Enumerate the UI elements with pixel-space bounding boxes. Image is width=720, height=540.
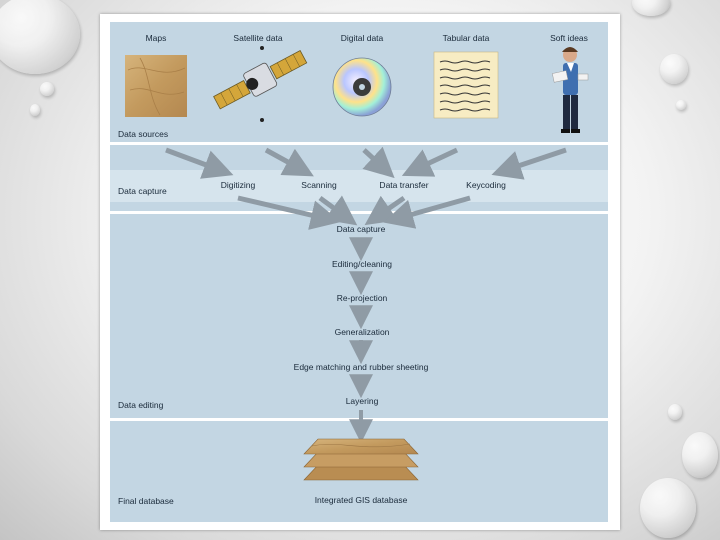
step-layering: Layering: [345, 396, 379, 406]
row-label-data-sources: Data sources: [118, 129, 169, 139]
step-edge-matching: Edge matching and rubber sheeting: [293, 362, 429, 372]
water-drop-decoration: [660, 54, 688, 84]
header-maps: Maps: [145, 33, 167, 43]
tabular-sheet-icon: [433, 51, 499, 119]
header-tabular-data: Tabular data: [442, 33, 490, 43]
satellite-icon: [213, 46, 308, 122]
water-drop-decoration: [30, 104, 40, 116]
water-drop-decoration: [676, 100, 686, 110]
water-drop-decoration: [640, 478, 696, 538]
header-soft-ideas: Soft ideas: [550, 33, 588, 43]
data-capture-band: [110, 170, 608, 202]
water-drop-decoration: [40, 82, 54, 96]
header-satellite-data: Satellite data: [233, 33, 283, 43]
step-data-capture: Data capture: [336, 224, 386, 234]
step-re-projection: Re-projection: [336, 293, 388, 303]
header-digital-data: Digital data: [340, 33, 384, 43]
water-drop-decoration: [0, 0, 80, 74]
step-generalization: Generalization: [334, 327, 390, 337]
map-thumbnail-icon: [125, 55, 187, 117]
row-label-data-editing: Data editing: [118, 400, 164, 410]
row-label-final-database: Final database: [118, 496, 174, 506]
water-drop-decoration: [668, 404, 682, 420]
capture-arrows: [237, 195, 471, 230]
section-divider: [110, 142, 608, 145]
step-editing-cleaning: Editing/cleaning: [331, 259, 393, 269]
cd-disc-icon: [332, 57, 392, 117]
water-drop-decoration: [682, 432, 718, 478]
row-label-data-capture: Data capture: [118, 186, 167, 196]
stacked-layers-icon: [303, 438, 419, 481]
source-arrows: [165, 146, 567, 180]
method-scanning: Scanning: [301, 180, 337, 190]
method-keycoding: Keycoding: [466, 180, 506, 190]
person-icon: [552, 47, 589, 133]
method-digitizing: Digitizing: [220, 180, 256, 190]
method-data-transfer: Data transfer: [379, 180, 429, 190]
water-drop-decoration: [632, 0, 670, 16]
section-divider: [110, 211, 608, 214]
final-caption: Integrated GIS database: [314, 495, 408, 505]
